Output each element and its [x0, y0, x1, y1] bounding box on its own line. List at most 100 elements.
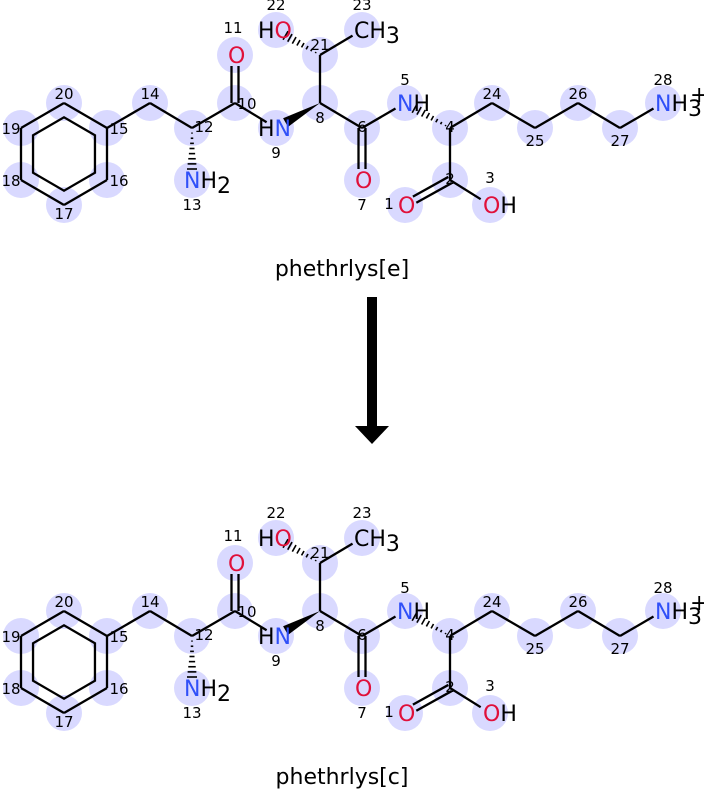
atom-number-4: 4	[445, 118, 455, 136]
bond-12-13	[187, 640, 197, 678]
atom-label-13: NH2	[184, 169, 231, 199]
atom-label-22: HO	[258, 19, 292, 44]
bond-4-5	[411, 611, 447, 635]
bond-21-23	[319, 542, 354, 564]
atom-highlight-11	[217, 545, 253, 581]
hash-line	[425, 620, 431, 627]
atom-label-part: H	[500, 194, 517, 219]
atom-number-8: 8	[315, 617, 325, 635]
atom-number-6: 6	[357, 626, 367, 644]
atom-number-27: 27	[610, 640, 629, 658]
atom-label-5: NH	[397, 600, 430, 625]
bond-10-12	[191, 610, 236, 637]
atom-number-23: 23	[352, 504, 371, 522]
atom-number-28: 28	[653, 71, 672, 89]
atom-number-9: 9	[271, 144, 281, 162]
molecule-caption: phethrlys[c]	[276, 765, 409, 789]
atom-highlight-3	[472, 187, 508, 223]
atom-number-14: 14	[140, 593, 159, 611]
bond-1-2	[412, 683, 449, 706]
atom-highlight-22	[258, 520, 294, 556]
atom-number-10: 10	[237, 95, 256, 113]
hash-line	[416, 106, 422, 116]
bond-26-27	[577, 610, 621, 637]
atom-number-28: 28	[653, 579, 672, 597]
bond-24-25	[491, 102, 536, 129]
atom-number-10: 10	[237, 603, 256, 621]
bond-10-12	[191, 102, 236, 129]
atom-highlight-23	[344, 520, 380, 556]
atom-number-4: 4	[445, 626, 455, 644]
atom-label-7: O	[355, 677, 372, 702]
atom-highlight-11	[217, 37, 253, 73]
hash-line	[435, 118, 439, 123]
atom-number-26: 26	[568, 593, 587, 611]
bonds	[19, 30, 655, 206]
atom-label-9: HN	[258, 117, 291, 142]
atom-label-28: NH3+	[655, 591, 704, 630]
hash-line	[411, 103, 418, 114]
atom-number-6: 6	[357, 118, 367, 136]
atom-label-part: 3	[688, 97, 702, 122]
reaction-arrow	[355, 297, 389, 444]
atom-number-17: 17	[54, 713, 73, 731]
bond-1-2	[415, 690, 453, 712]
atom-label-7: O	[355, 169, 372, 194]
atom-number-24: 24	[482, 593, 501, 611]
atom-number-12: 12	[194, 118, 213, 136]
bond-1-2	[412, 175, 449, 198]
bond-16-17	[63, 687, 108, 714]
atom-label-part: CH	[354, 527, 386, 552]
bond-19-20	[20, 610, 65, 637]
atom-number-22: 22	[266, 0, 285, 14]
aromatic-ring	[31, 115, 97, 193]
bond-9-10	[234, 610, 268, 632]
atom-label-part: N	[655, 600, 671, 625]
bond-19-20	[20, 102, 65, 129]
atom-number-18: 18	[1, 172, 20, 190]
molecule-1: O12OH34NH56O78HN910O1112NH21314151617181…	[1, 0, 704, 282]
hash-line	[282, 30, 289, 41]
atom-label-part: O	[275, 19, 292, 44]
atom-number-9: 9	[271, 652, 281, 670]
hash-line	[300, 550, 305, 556]
atom-label-part: 3	[688, 605, 702, 630]
bond-5-6	[361, 107, 397, 129]
atom-label-part: O	[355, 677, 372, 702]
atom-label-23: CH3	[354, 527, 400, 557]
atom-label-part: +	[690, 591, 704, 616]
atom-number-13: 13	[182, 196, 201, 214]
atom-number-26: 26	[568, 85, 587, 103]
hash-line	[314, 51, 317, 54]
bond-4-24	[449, 610, 493, 637]
hash-line	[287, 33, 293, 43]
atom-number-24: 24	[482, 85, 501, 103]
atom-number-1: 1	[384, 703, 394, 721]
atom-label-part: N	[397, 92, 413, 117]
bond-16-17	[63, 179, 108, 206]
atom-label-part: N	[397, 600, 413, 625]
atom-label-part: O	[398, 194, 415, 219]
hash-line	[439, 121, 443, 125]
atom-number-25: 25	[525, 640, 544, 658]
bond-20-15	[63, 610, 108, 637]
bond-26-27	[577, 102, 621, 129]
atom-label-part: N	[184, 169, 200, 194]
atom-highlight-28	[645, 593, 681, 629]
aromatic-ring	[31, 623, 97, 701]
hash-line	[430, 623, 435, 629]
bond-2-3	[449, 179, 482, 201]
bond-4-24	[449, 102, 493, 129]
atom-label-part: H	[258, 19, 275, 44]
atom-number-7: 7	[357, 704, 367, 722]
atom-label-1: O	[398, 194, 415, 219]
hash-line	[296, 39, 301, 46]
atom-number-5: 5	[400, 71, 410, 89]
hash-line	[300, 42, 305, 48]
atom-number-12: 12	[194, 626, 213, 644]
atom-label-part: H	[258, 527, 275, 552]
atom-highlight-13	[174, 162, 210, 198]
atom-label-part: H	[413, 600, 430, 625]
atom-label-part: H	[258, 625, 275, 650]
bond-21-23	[319, 34, 354, 56]
